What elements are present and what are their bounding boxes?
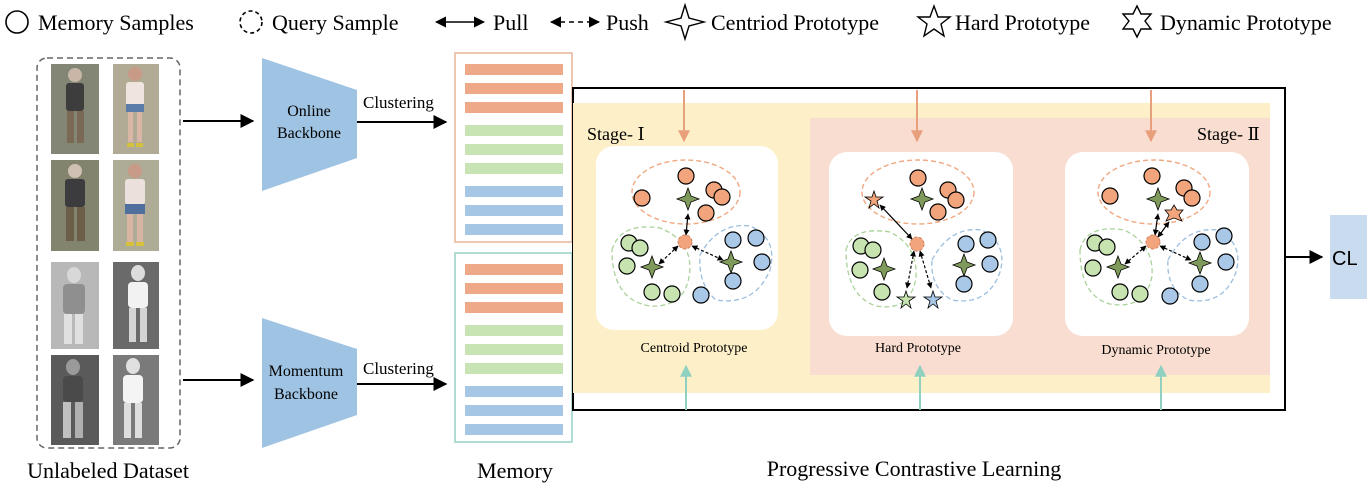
legend-query-sample: Query Sample <box>272 10 398 35</box>
legend-memory-samples: Memory Samples <box>38 10 194 35</box>
person-image-rgb-2 <box>113 64 159 154</box>
person-image-ir-2 <box>113 262 159 349</box>
centroid-prototype-panel: Centroid Prototype <box>596 146 778 356</box>
centroid-prototype-legend-icon <box>663 2 707 42</box>
stage1-label: Stage- Ⅰ <box>587 124 645 144</box>
dataset-frame <box>36 57 181 449</box>
legend-hard-prototype: Hard Prototype <box>955 10 1090 35</box>
memory-bank-momentum <box>454 252 573 443</box>
dynamic-prototype-panel: Dynamic Prototype <box>1065 152 1249 358</box>
online-backbone: Online Backbone Clustering <box>183 58 448 191</box>
dataset-label: Unlabeled Dataset <box>27 458 189 483</box>
legend: Memory Samples Query Sample Pull Push Ce… <box>5 2 1332 42</box>
person-image-ir-4 <box>113 355 159 445</box>
hard-prototype-panel: Hard Prototype <box>829 152 1013 356</box>
hard-prototype-caption: Hard Prototype <box>875 341 961 356</box>
memory-bank-online <box>454 52 573 243</box>
unlabeled-dataset: Unlabeled Dataset <box>27 57 189 483</box>
momentum-backbone-label-line2: Backbone <box>274 386 338 403</box>
momentum-backbone-label-line1: Momentum <box>269 363 344 380</box>
person-image-ir-1 <box>51 262 99 349</box>
person-image-rgb-1 <box>51 64 99 154</box>
dynamic-prototype-caption: Dynamic Prototype <box>1101 343 1210 358</box>
pcl-region: Stage- Ⅰ Stage- Ⅱ <box>572 87 1367 411</box>
memory-sample-legend-icon <box>5 10 29 34</box>
online-backbone-label-line1: Online <box>287 103 331 120</box>
legend-centroid-prototype: Centriod Prototype <box>711 10 879 35</box>
dynamic-prototype-legend-icon <box>1121 4 1153 39</box>
person-image-rgb-4 <box>113 160 159 251</box>
online-backbone-label-line2: Backbone <box>277 125 341 142</box>
cl-label: CL <box>1332 248 1358 270</box>
momentum-backbone-trapezoid <box>262 318 357 448</box>
clustering-label-bottom: Clustering <box>363 359 434 378</box>
legend-dynamic-prototype: Dynamic Prototype <box>1160 10 1332 35</box>
pcl-label: Progressive Contrastive Learning <box>767 456 1062 481</box>
momentum-backbone: Momentum Backbone Clustering <box>183 318 448 448</box>
hard-prototype-legend-icon <box>915 3 953 38</box>
stage2-label: Stage- Ⅱ <box>1197 124 1260 144</box>
clustering-label-top: Clustering <box>363 93 434 112</box>
person-image-ir-3 <box>51 355 99 445</box>
query-sample-legend-icon <box>239 10 263 34</box>
person-image-rgb-3 <box>51 160 99 251</box>
legend-push: Push <box>606 10 649 35</box>
legend-pull: Pull <box>493 10 528 35</box>
memory-label: Memory <box>477 458 553 483</box>
centroid-prototype-caption: Centroid Prototype <box>641 341 748 356</box>
cl-box <box>1330 215 1367 299</box>
online-backbone-trapezoid <box>262 58 357 191</box>
